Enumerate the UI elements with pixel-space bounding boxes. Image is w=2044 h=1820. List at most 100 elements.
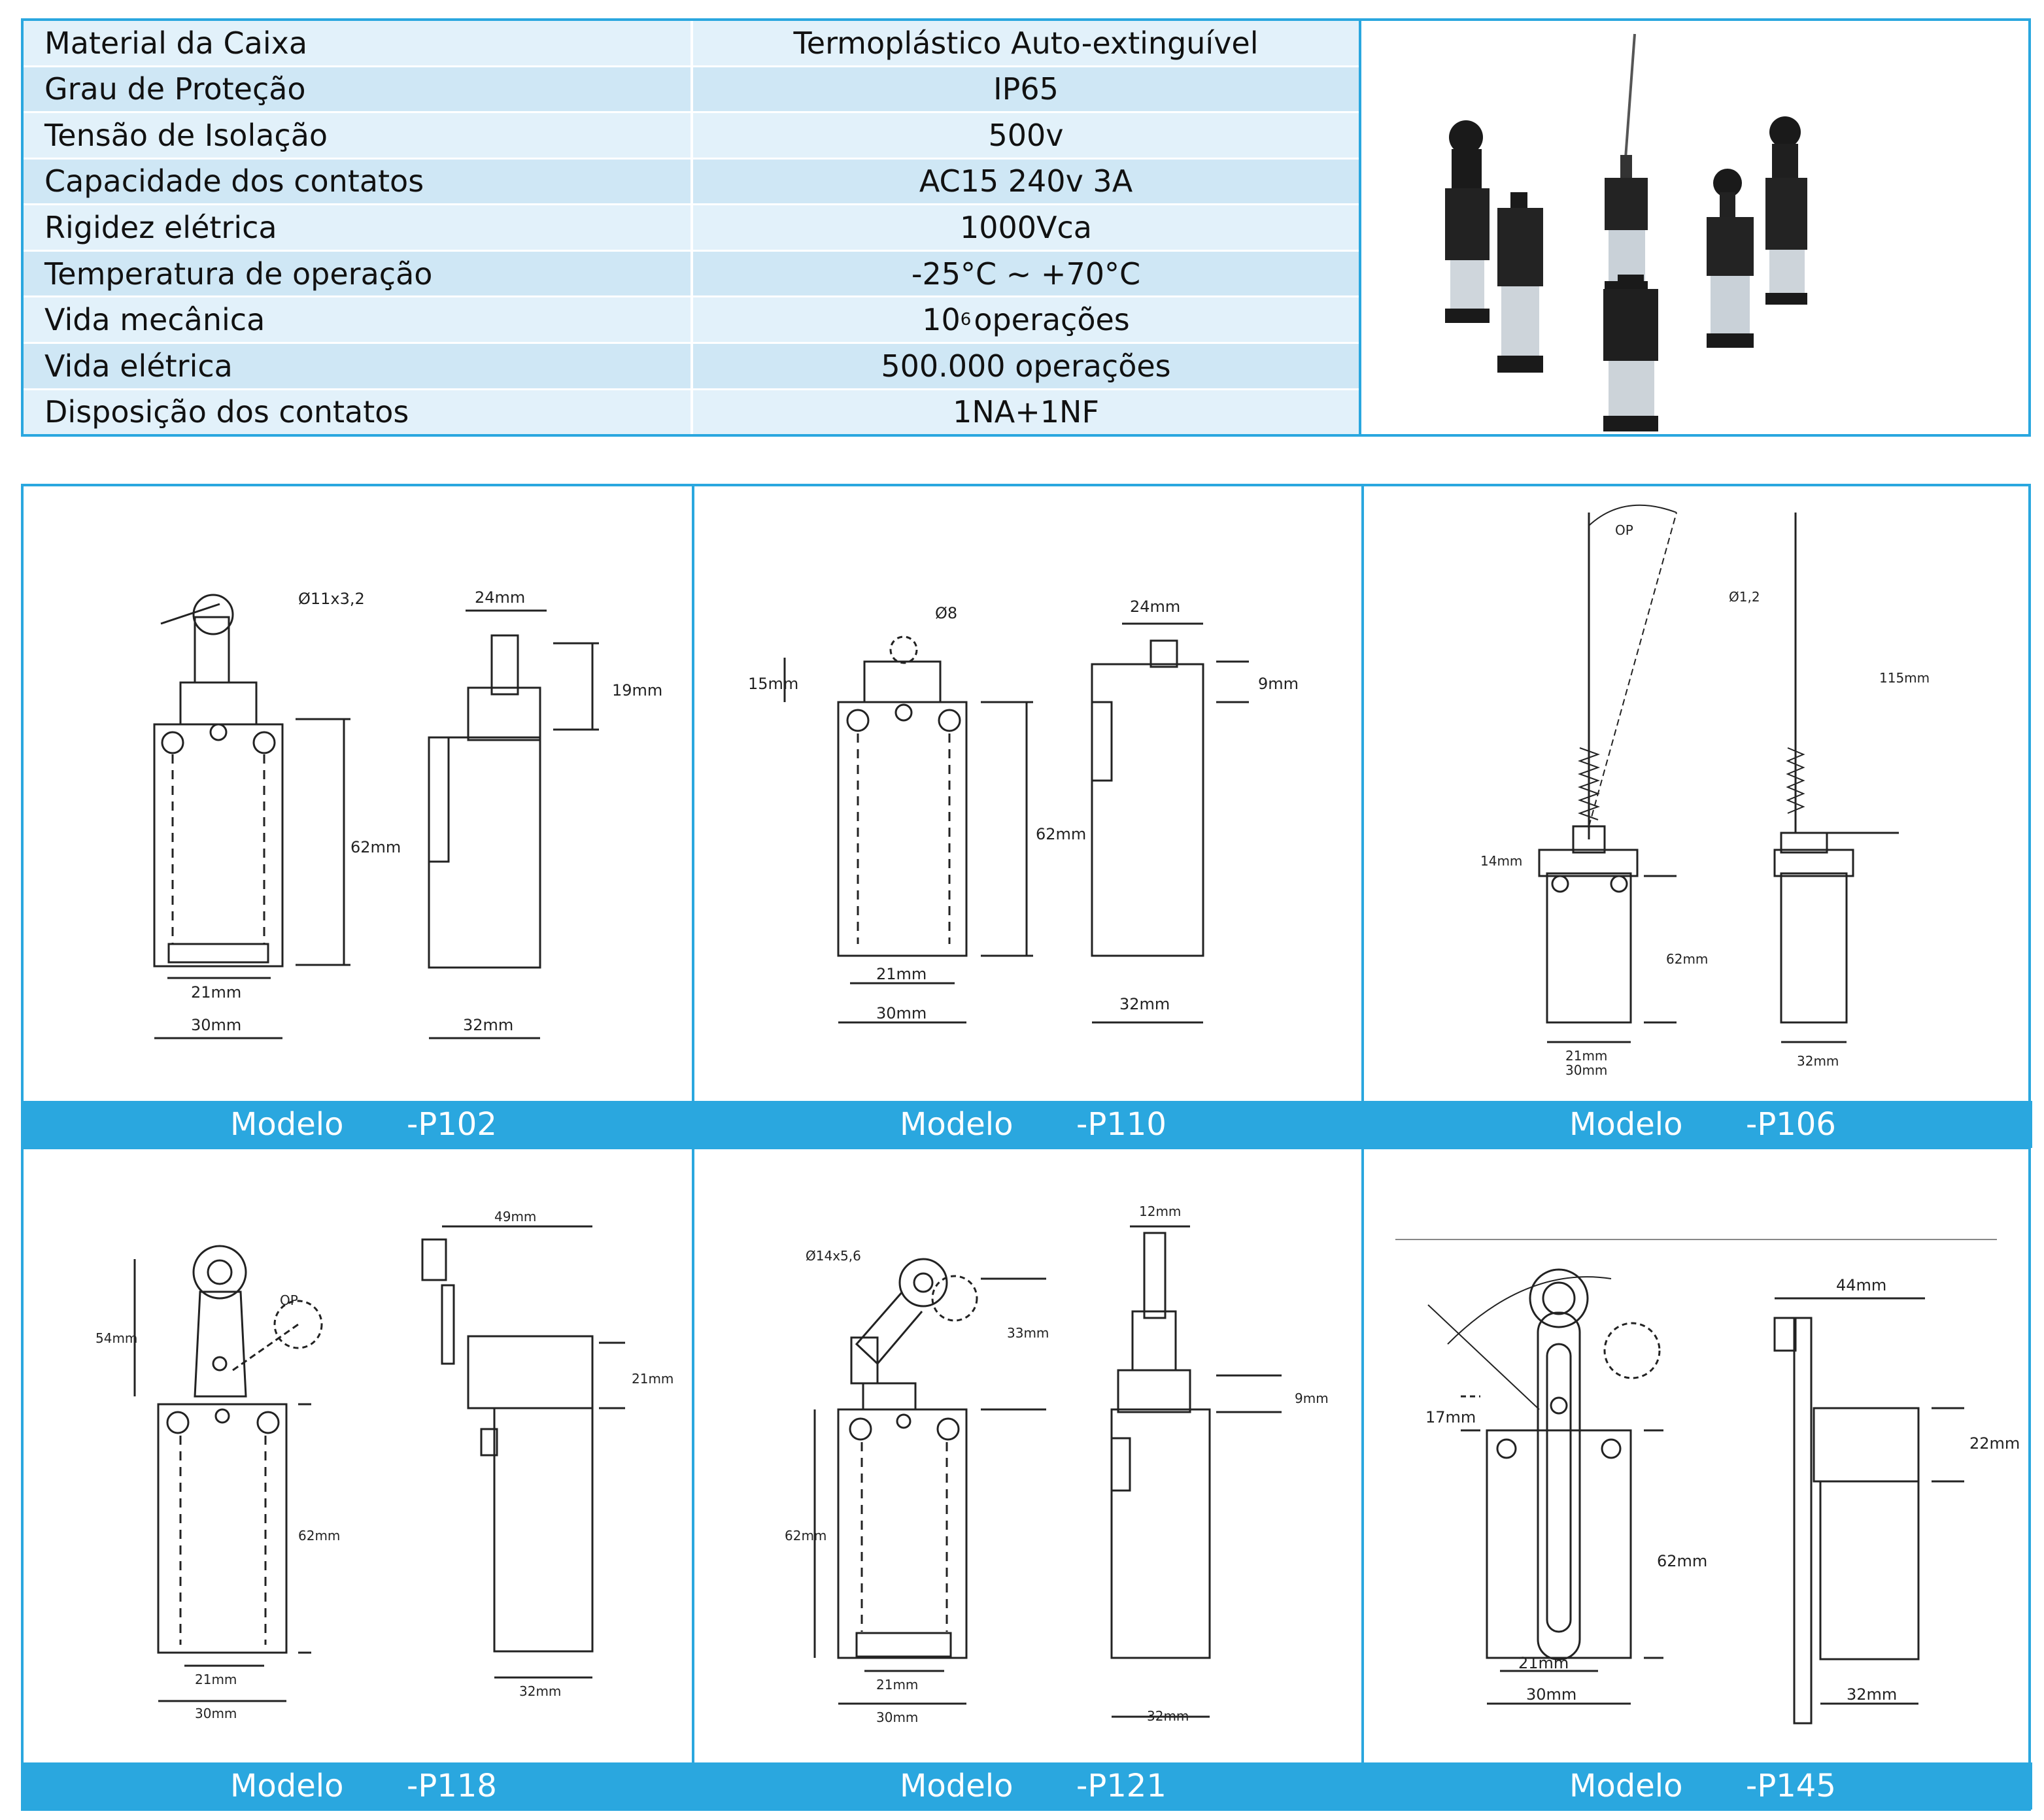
- spec-value: 500v: [693, 113, 1359, 158]
- p145-drawing-icon: 44mm 22mm 17mm 62mm 21mm 30mm 32mm: [1395, 1239, 2020, 1725]
- p118-dim-arm: 54mm: [95, 1330, 137, 1346]
- p102-dim-height-top: 19mm: [612, 681, 662, 699]
- p106-dim-height: 62mm: [1666, 951, 1708, 967]
- p121-drawing-icon: Ø14x5,6 33mm 12mm 9mm 62mm 21mm 30mm 32m…: [785, 1204, 1329, 1725]
- spec-row: Grau de Proteção IP65: [24, 67, 1359, 114]
- p145-dim-width: 30mm: [1526, 1685, 1576, 1704]
- p110-dim-depth: 32mm: [1119, 995, 1170, 1013]
- limit-switch-photo-icon: [1445, 33, 1807, 431]
- p106-dim-width: 30mm: [1565, 1062, 1607, 1078]
- spec-label: Capacidade dos contatos: [24, 159, 693, 204]
- p106-dim-length: 115mm: [1879, 670, 1930, 686]
- spec-rows: Material da Caixa Termoplástico Auto-ext…: [24, 21, 1359, 435]
- spec-row: Capacidade dos contatos AC15 240v 3A: [24, 159, 1359, 206]
- model-card-p118: 54mm OP 49mm 21mm 62mm 21mm 30mm 32mm Mo…: [24, 1148, 693, 1810]
- model-bar-p106: Modelo -P106: [1363, 1101, 2032, 1148]
- spec-value: -25°C ~ +70°C: [693, 251, 1359, 296]
- spec-row: Vida elétrica 500.000 operações: [24, 343, 1359, 390]
- spec-row: Tensão de Isolação 500v: [24, 113, 1359, 160]
- model-code: -P145: [1746, 1768, 1836, 1804]
- p118-dim-width: 30mm: [195, 1706, 237, 1721]
- model-label: Modelo: [1569, 1106, 1683, 1143]
- model-bar-p102: Modelo -P102: [24, 1101, 693, 1148]
- p121-dim-height-top: 9mm: [1295, 1390, 1329, 1406]
- p110-dim-plunger: 15mm: [748, 675, 798, 693]
- p145-dim-head: 17mm: [1425, 1408, 1476, 1426]
- p118-dim-width-top: 49mm: [494, 1209, 536, 1224]
- spec-value-unit: operações: [974, 302, 1130, 338]
- p102-dim-actuator: Ø11x3,2: [298, 590, 365, 608]
- spec-value-base: 10: [922, 302, 961, 338]
- p102-dim-width-top: 24mm: [475, 588, 525, 607]
- model-bar-p118: Modelo -P118: [24, 1762, 693, 1810]
- spec-value: Termoplástico Auto-extinguível: [693, 21, 1359, 65]
- p121-dim-width: 30mm: [876, 1710, 918, 1725]
- p118-dim-depth: 32mm: [519, 1683, 561, 1699]
- spec-row: Material da Caixa Termoplástico Auto-ext…: [24, 21, 1359, 67]
- p145-dim-depth: 32mm: [1847, 1685, 1897, 1704]
- spec-label: Disposição dos contatos: [24, 390, 693, 435]
- model-label: Modelo: [230, 1768, 344, 1804]
- p106-drawing-icon: OP Ø1,2 115mm 14mm 62mm 21mm 30mm 32mm: [1480, 504, 1930, 1078]
- p102-dim-hole: 21mm: [191, 983, 241, 1002]
- p121-dim-arm: 33mm: [1007, 1325, 1049, 1341]
- p110-dim-height: 62mm: [1036, 825, 1086, 843]
- product-photo: [1359, 21, 2028, 434]
- model-card-p106: OP Ø1,2 115mm 14mm 62mm 21mm 30mm 32mm M…: [1363, 486, 2032, 1148]
- p121-dim-width-top: 12mm: [1139, 1204, 1181, 1219]
- spec-value: AC15 240v 3A: [693, 159, 1359, 204]
- spec-value: 1NA+1NF: [693, 390, 1359, 435]
- model-code: -P106: [1746, 1106, 1836, 1143]
- p118-dim-hole: 21mm: [195, 1672, 237, 1687]
- p110-dim-height-top: 9mm: [1258, 675, 1299, 693]
- model-label: Modelo: [1569, 1768, 1683, 1804]
- p145-dim-width-top: 44mm: [1836, 1276, 1886, 1294]
- model-grid: Ø11x3,2 24mm 19mm 62mm 21mm 30mm 32mm Mo…: [21, 484, 2032, 1811]
- spec-row: Disposição dos contatos 1NA+1NF: [24, 390, 1359, 435]
- model-label: Modelo: [900, 1106, 1013, 1143]
- spec-value-exponent: 6: [960, 310, 972, 330]
- spec-value: 1000Vca: [693, 205, 1359, 250]
- p110-dim-width: 30mm: [876, 1004, 927, 1022]
- model-code: -P102: [407, 1106, 497, 1143]
- model-card-p145: 44mm 22mm 17mm 62mm 21mm 30mm 32mm Model…: [1363, 1148, 2032, 1810]
- p110-dim-hole: 21mm: [876, 965, 927, 983]
- spec-row: Rigidez elétrica 1000Vca: [24, 205, 1359, 252]
- spec-row: Temperatura de operação -25°C ~ +70°C: [24, 251, 1359, 298]
- spec-label: Vida elétrica: [24, 343, 693, 388]
- p106-dim-hole: 21mm: [1565, 1048, 1607, 1064]
- p110-drawing-icon: Ø8 24mm 15mm 9mm 62mm 21mm 30mm 32mm: [748, 598, 1299, 1024]
- p102-dim-depth: 32mm: [463, 1016, 513, 1034]
- spec-label: Material da Caixa: [24, 21, 693, 65]
- spec-value: IP65: [693, 67, 1359, 112]
- model-bar-p121: Modelo -P121: [693, 1762, 1363, 1810]
- p121-dim-hole: 21mm: [876, 1677, 918, 1693]
- p121-dim-depth: 32mm: [1147, 1708, 1189, 1724]
- model-code: -P118: [407, 1768, 497, 1804]
- model-bar-p110: Modelo -P110: [693, 1101, 1363, 1148]
- spec-table: Material da Caixa Termoplástico Auto-ext…: [21, 18, 2031, 437]
- p145-dim-height: 62mm: [1657, 1552, 1707, 1570]
- p121-dim-actuator: Ø14x5,6: [806, 1248, 861, 1264]
- spec-label: Rigidez elétrica: [24, 205, 693, 250]
- p118-dim-height-top: 21mm: [632, 1371, 673, 1387]
- p102-dim-width: 30mm: [191, 1016, 241, 1034]
- spec-label: Tensão de Isolação: [24, 113, 693, 158]
- p121-dim-height: 62mm: [785, 1528, 826, 1543]
- model-bar-p145: Modelo -P145: [1363, 1762, 2032, 1810]
- model-code: -P121: [1076, 1768, 1167, 1804]
- model-card-p110: Ø8 24mm 15mm 9mm 62mm 21mm 30mm 32mm Mod…: [693, 486, 1363, 1148]
- spec-value: 500.000 operações: [693, 343, 1359, 388]
- grid-divider: [24, 1147, 2028, 1149]
- p102-drawing-icon: Ø11x3,2 24mm 19mm 62mm 21mm 30mm 32mm: [153, 588, 662, 1039]
- p118-dim-op: OP: [280, 1292, 298, 1308]
- spec-label: Grau de Proteção: [24, 67, 693, 112]
- p106-dim-op: OP: [1615, 522, 1633, 538]
- p102-dim-height: 62mm: [350, 838, 401, 856]
- p118-dim-height: 62mm: [298, 1528, 340, 1543]
- spec-label: Temperatura de operação: [24, 251, 693, 296]
- p106-dim-rod: Ø1,2: [1729, 589, 1760, 605]
- model-label: Modelo: [230, 1106, 344, 1143]
